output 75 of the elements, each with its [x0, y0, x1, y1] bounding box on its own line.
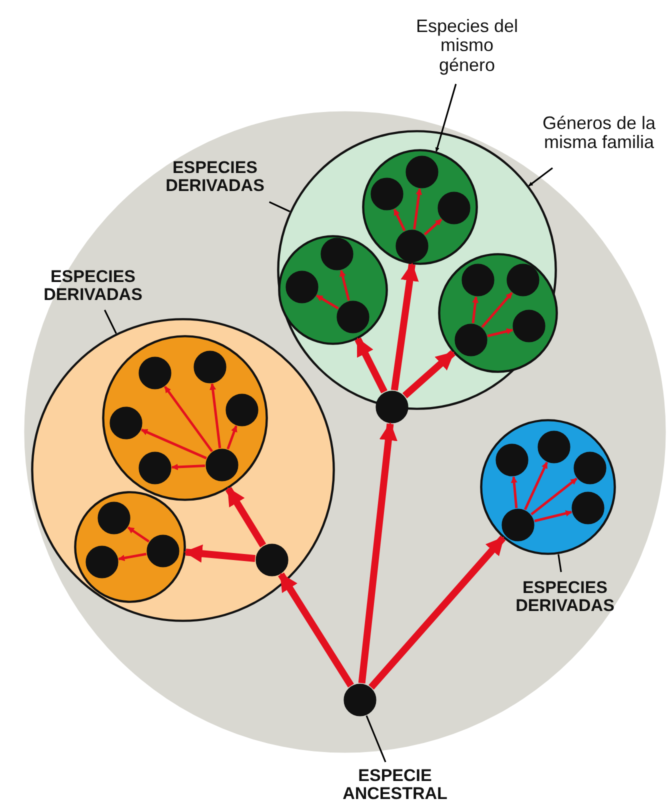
arrow [358, 422, 398, 684]
dot [537, 430, 571, 464]
dot [573, 451, 607, 485]
heading-label: ESPECIE ANCESTRAL [342, 766, 448, 804]
arrow [487, 328, 514, 338]
heading-label: ESPECIES DERIVADAS [42, 268, 144, 304]
arrow [118, 552, 147, 562]
arrow [316, 294, 339, 310]
arrow [393, 208, 406, 232]
dot [571, 491, 605, 525]
dot [320, 237, 354, 271]
dot [336, 300, 370, 334]
arrow [210, 383, 222, 448]
arrow [226, 425, 238, 450]
dot [495, 443, 529, 477]
leader-line [104, 310, 117, 334]
label-text: Géneros de la misma familia [541, 114, 657, 152]
dot [405, 155, 439, 189]
large-circle [23, 110, 667, 754]
arrow [368, 536, 506, 690]
dot [506, 263, 540, 297]
arrow [225, 486, 266, 548]
arrow [524, 462, 548, 510]
dot [225, 393, 259, 427]
arrow [390, 262, 419, 391]
dot [375, 390, 409, 424]
dot [138, 356, 172, 390]
dot [255, 543, 289, 577]
arrow [481, 292, 513, 328]
arrow [184, 544, 256, 563]
leader-line [435, 84, 457, 152]
dot [370, 177, 404, 211]
group-circle [74, 491, 186, 603]
dot [437, 191, 471, 225]
dot [85, 545, 119, 579]
dot [146, 534, 180, 568]
arrow [127, 526, 150, 543]
dot [454, 323, 488, 357]
arrow [164, 386, 214, 452]
arrow [472, 296, 479, 324]
group-circle [438, 253, 558, 373]
arrow [510, 476, 518, 508]
group-circle [31, 318, 335, 622]
dot [138, 451, 172, 485]
dot [501, 508, 535, 542]
group-circle [362, 149, 478, 265]
leader-line [268, 201, 290, 212]
dot [343, 683, 377, 717]
arrow [171, 464, 206, 470]
group-circle [102, 335, 268, 501]
group-circle [278, 235, 388, 345]
arrow [339, 270, 350, 301]
dot [285, 270, 319, 304]
arrow [424, 218, 442, 236]
dot [193, 350, 227, 384]
arrow [141, 428, 207, 460]
leader-line [366, 715, 386, 762]
dot [395, 229, 429, 263]
heading-label: ESPECIES DERIVADAS [164, 158, 266, 196]
dot [461, 263, 495, 297]
label-text: Especies del mismo género [415, 16, 519, 76]
arrow [534, 510, 572, 522]
arrow [413, 188, 422, 230]
arrow [402, 350, 456, 398]
group-circle [480, 419, 616, 555]
arrow [278, 572, 354, 688]
dot [109, 406, 143, 440]
arrow [354, 337, 388, 394]
dot [205, 448, 239, 482]
leader-line [528, 167, 553, 186]
heading-label: ESPECIES DERIVADAS [514, 578, 616, 616]
dot [512, 309, 546, 343]
arrow [530, 478, 578, 516]
leader-line [558, 554, 562, 572]
dot [97, 501, 131, 535]
